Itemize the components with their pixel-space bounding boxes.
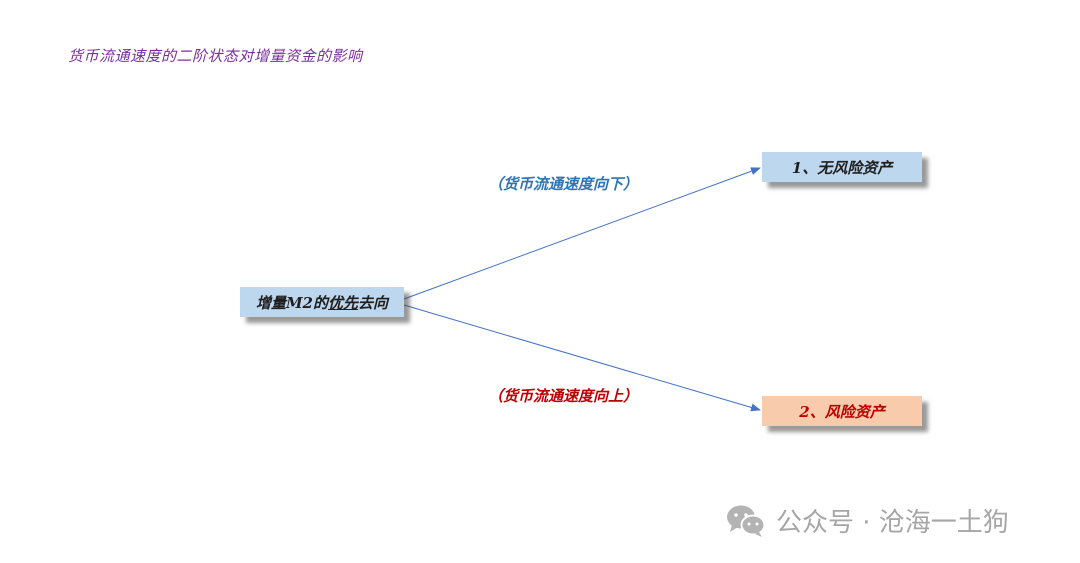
edge-label-velocity-down: （货币流通速度向下） [488,175,639,193]
target-node-risk-assets: 2、风险资产 [762,396,922,426]
source-node-prefix: 增量M2的 [255,293,328,312]
source-node-underlined: 优先 [328,293,359,312]
watermark-text: 公众号 · 沧海一土狗 [776,508,1009,538]
arrow-to-risk [403,304,761,412]
arrow-to-riskfree [403,167,761,300]
target-node-riskfree-assets: 1、无风险资产 [762,152,922,182]
diagram-title: 货币流通速度的二阶状态对增量资金的影响 [68,47,363,65]
wechat-icon [727,505,766,537]
source-node-box: 增量M2的优先去向 [240,287,404,317]
watermark: 公众号 · 沧海一土狗 [726,502,1009,539]
source-node-suffix: 去向 [358,293,389,312]
edge-label-velocity-up: （货币流通速度向上） [488,387,639,405]
